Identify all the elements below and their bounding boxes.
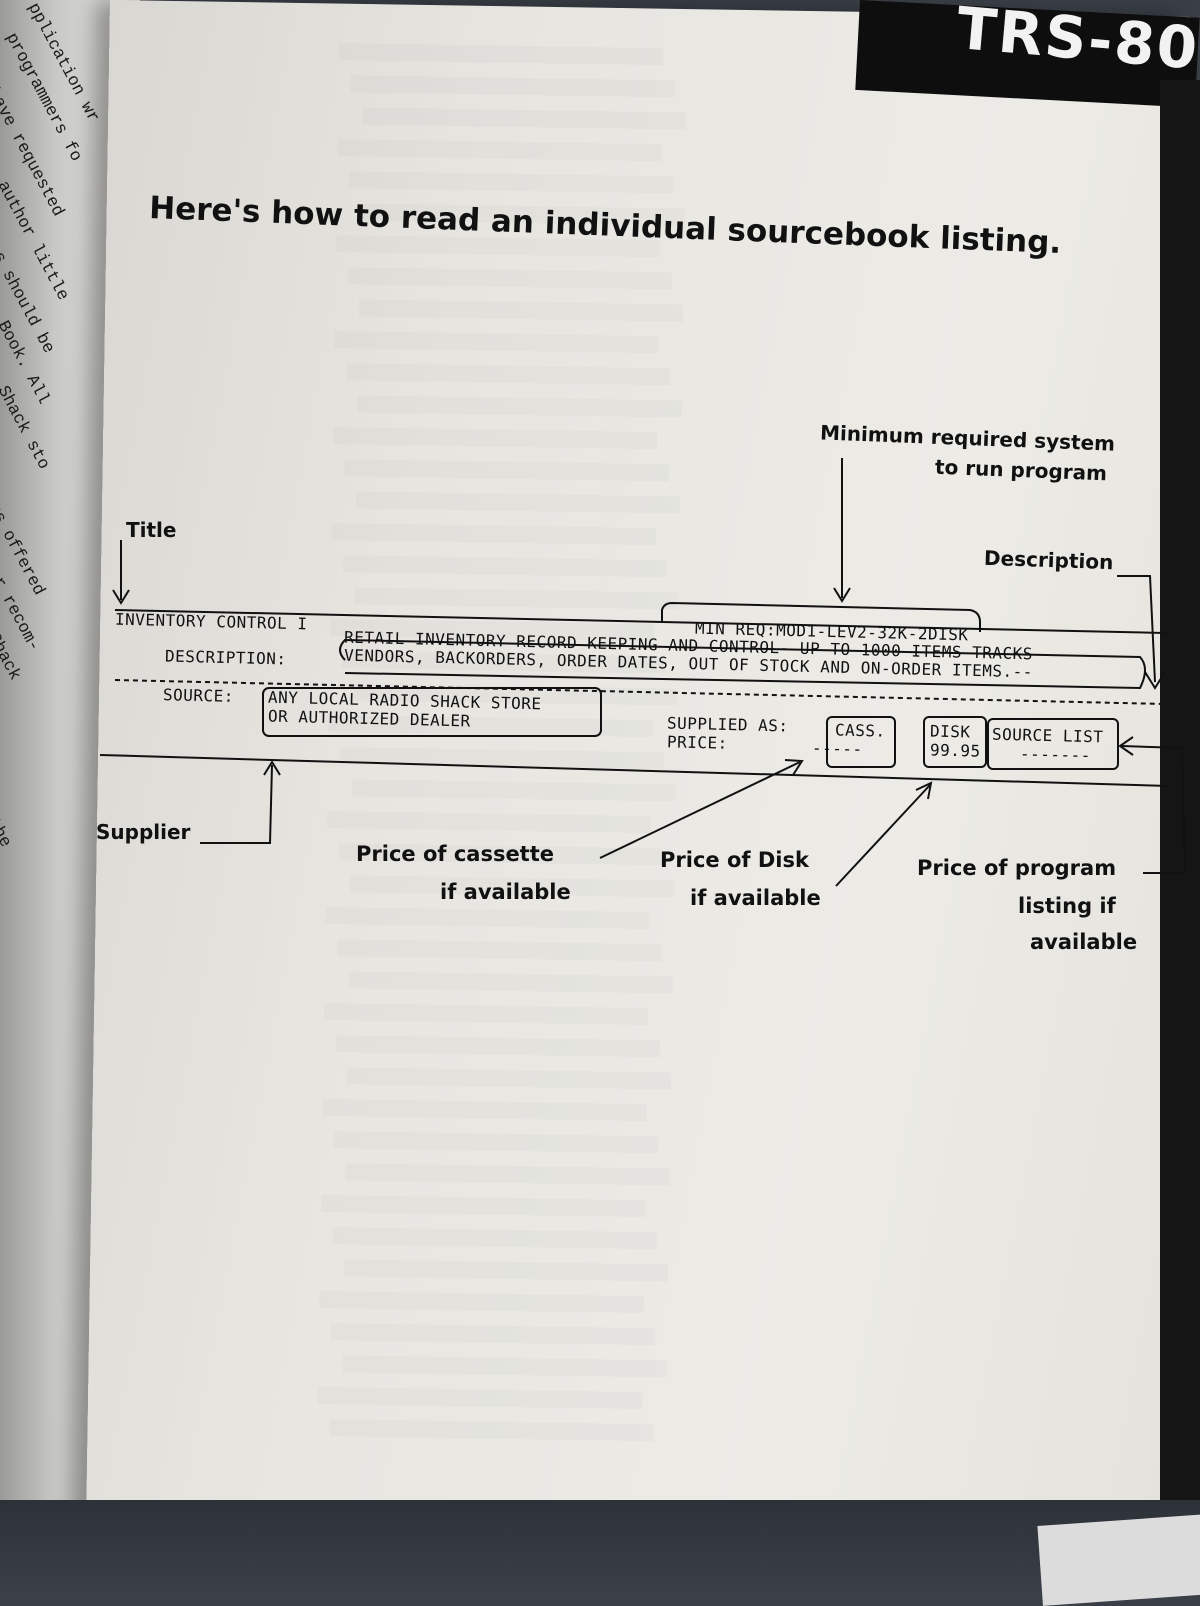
description-leader	[1117, 575, 1156, 683]
table-surface	[0, 1500, 1200, 1600]
min-req-bracket	[661, 601, 981, 632]
title-callout: Title	[126, 518, 177, 542]
cass-label: CASS.	[834, 720, 886, 741]
listing-price-callout-line-2: listing if	[1018, 894, 1116, 918]
listing-top-rule	[114, 609, 1166, 634]
cass-price: -----	[811, 738, 863, 759]
disk-price: 99.95	[929, 740, 981, 761]
supplier-callout: Supplier	[96, 820, 191, 844]
source-label: SOURCE:	[162, 685, 235, 706]
disk-box	[923, 716, 987, 768]
disk-price-callout-line-2: if available	[690, 886, 821, 910]
supplier-leader	[200, 764, 273, 844]
cass-box	[826, 716, 896, 768]
source-list-box	[987, 718, 1119, 770]
listing-price-callout-line-1: Price of program	[917, 856, 1117, 880]
listing-price-callout-line-3: available	[1030, 930, 1138, 954]
page-edge-shadow	[1160, 80, 1200, 1530]
source-list-label: SOURCE LIST	[991, 724, 1104, 747]
listing-price-leader	[1121, 745, 1187, 874]
disk-label: DISK	[929, 721, 971, 742]
description-bracket	[339, 638, 1146, 690]
description-callout: Description	[983, 545, 1114, 575]
listing-bottom-rule	[99, 754, 1171, 787]
disk-price-callout-line-1: Price of Disk	[660, 848, 809, 872]
description-label: DESCRIPTION:	[164, 646, 287, 669]
cass-price-callout-line-2: if available	[440, 880, 571, 904]
cass-price-arrow	[599, 761, 801, 859]
source-box	[262, 687, 602, 737]
cass-price-callout-line-1: Price of cassette	[356, 842, 555, 866]
price-label: PRICE:	[666, 732, 729, 753]
disk-price-arrow	[835, 784, 931, 887]
description-dash-rule	[114, 679, 1166, 705]
source-list-price: -------	[1019, 744, 1092, 765]
